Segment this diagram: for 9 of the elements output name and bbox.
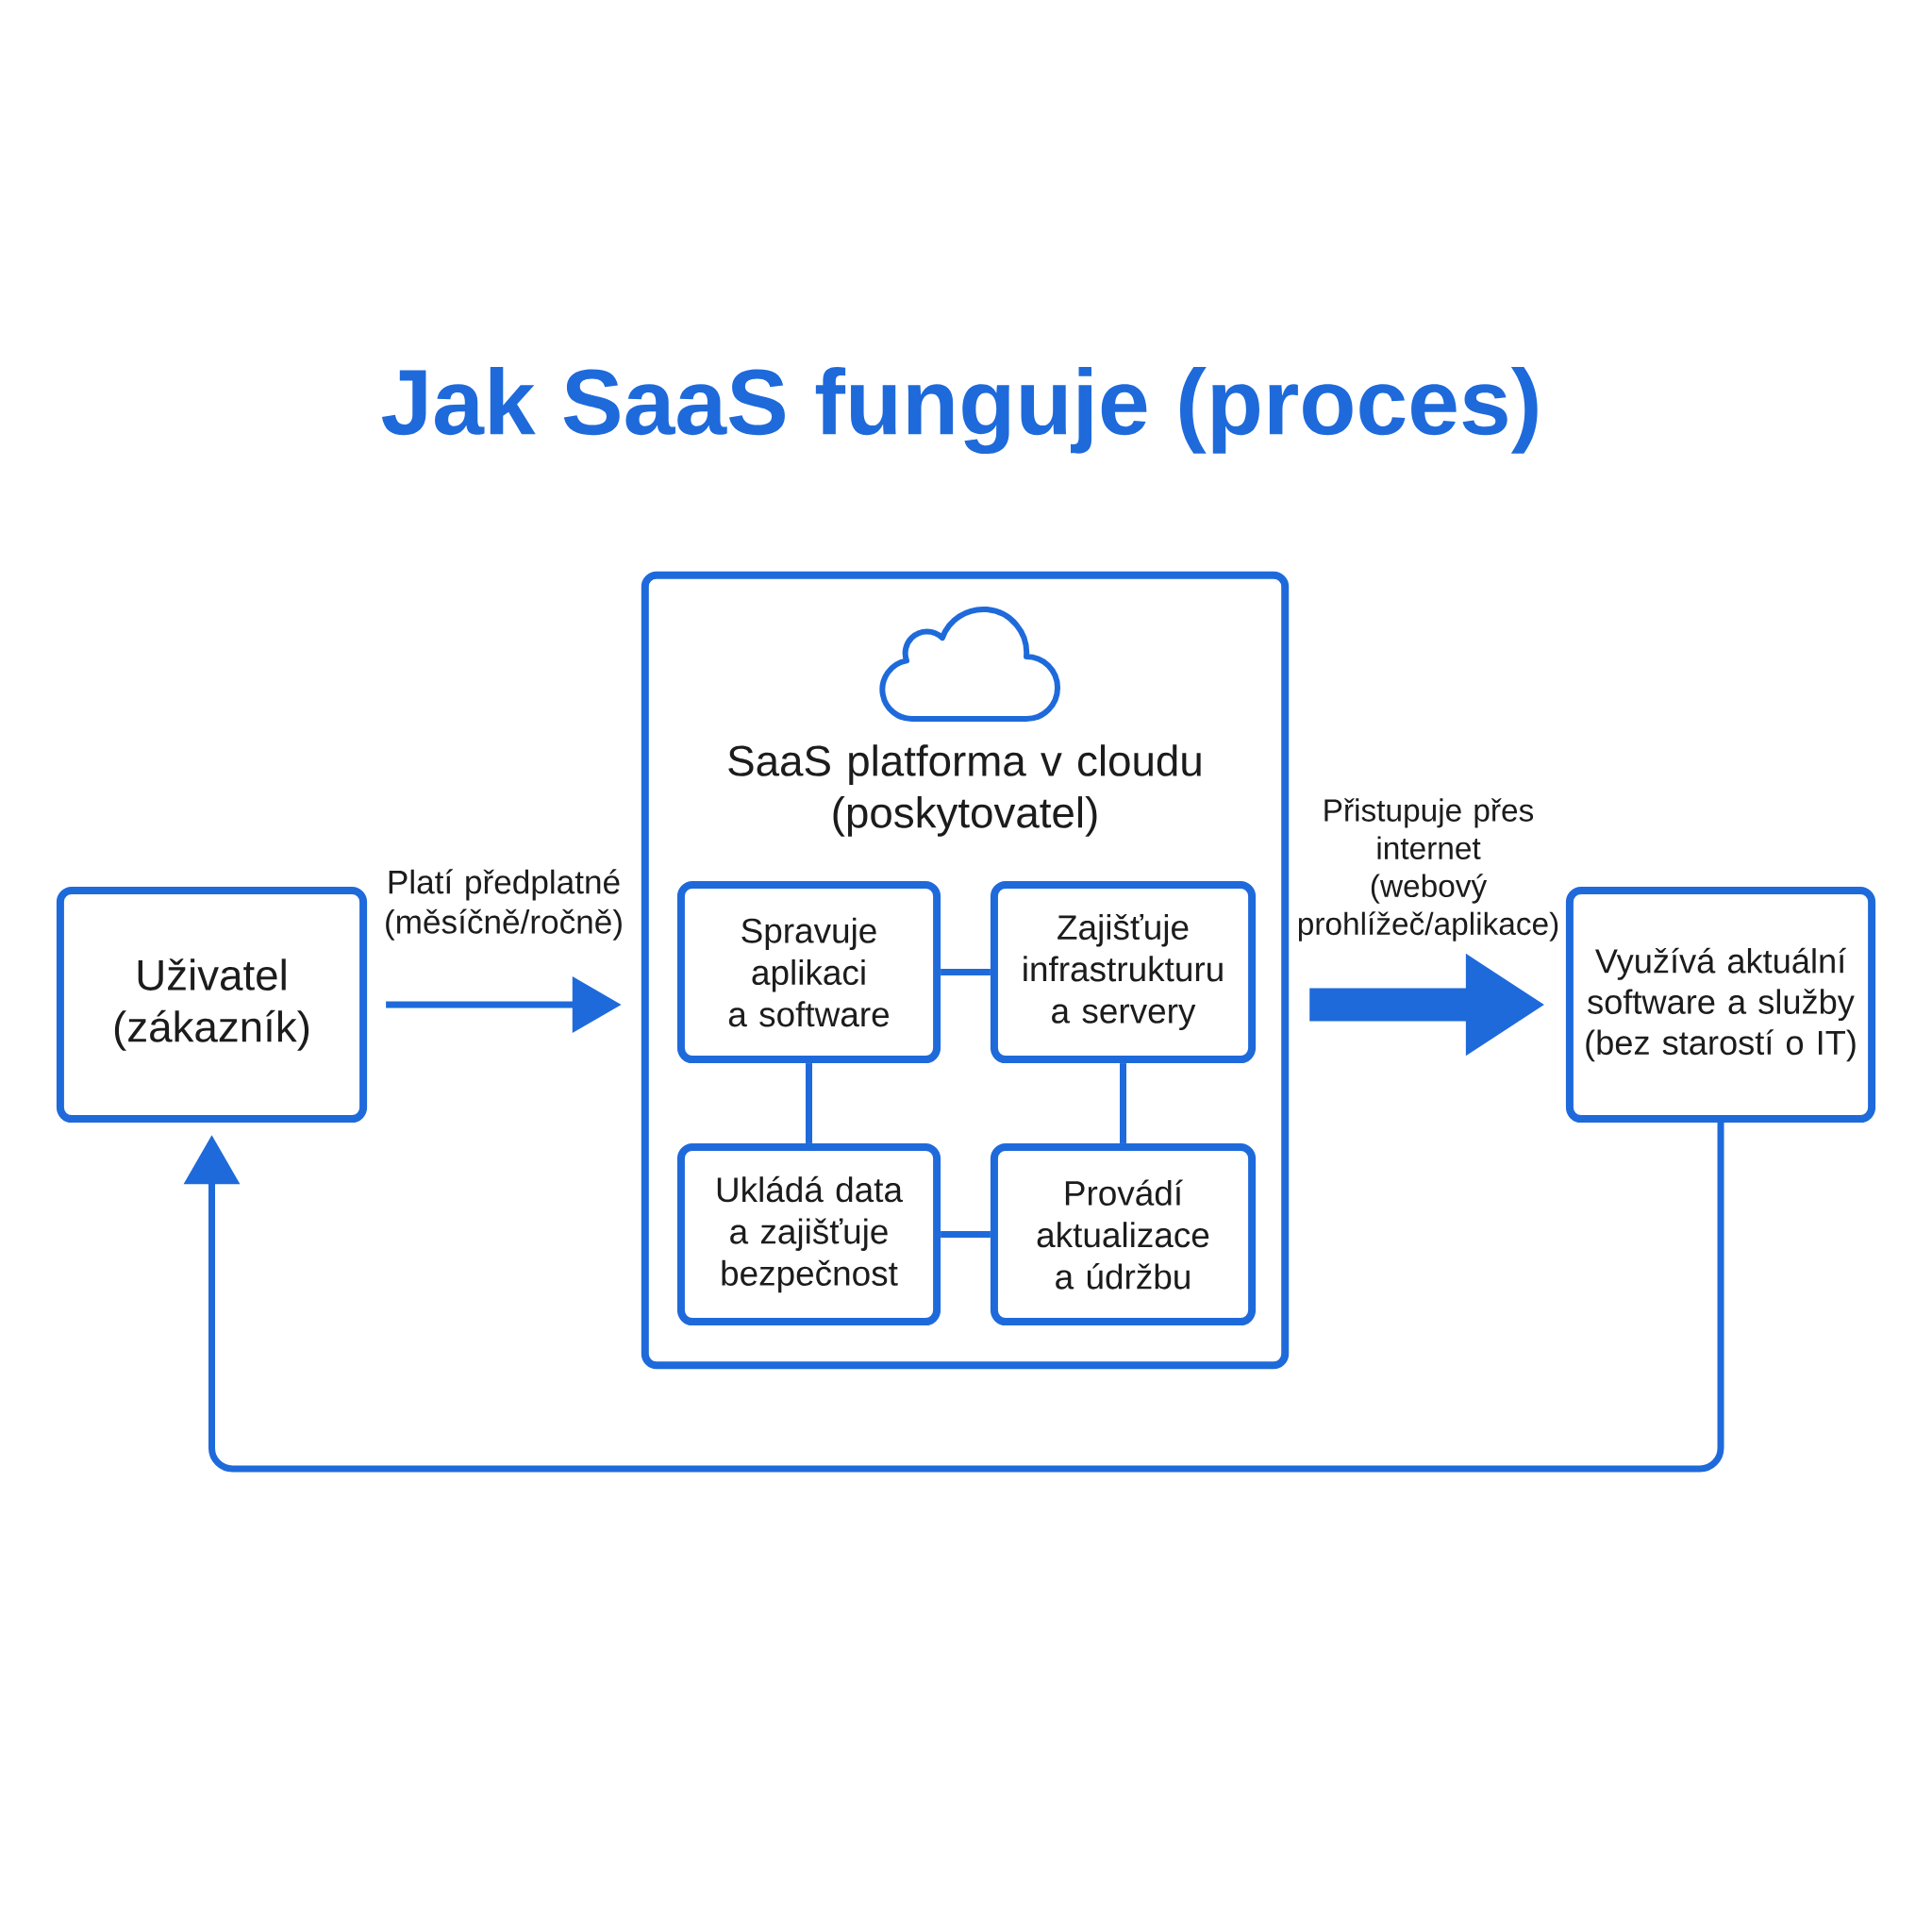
process-box: Uživatel (zákazník) <box>56 886 368 1124</box>
title: Jak SaaS funguje (proces) <box>381 366 1538 455</box>
edge-label: Platí předplatné (měsíčně/ročně) <box>379 869 628 941</box>
process-box: Využívá aktuální software a služby (bez starostí o IT) <box>1565 886 1876 1124</box>
process-box: Provádí aktualizace a údržbu <box>990 1142 1257 1326</box>
edge-label: Přistupuje přes internet (webový prohlížeč/aplikace) <box>1294 798 1562 941</box>
process-box: Zajišťuje infrastrukturu a servery <box>990 880 1257 1064</box>
process-box: Spravuje aplikaci a software <box>676 880 941 1064</box>
process-box: Ukládá data a zajišťuje bezpečnost <box>676 1142 941 1326</box>
